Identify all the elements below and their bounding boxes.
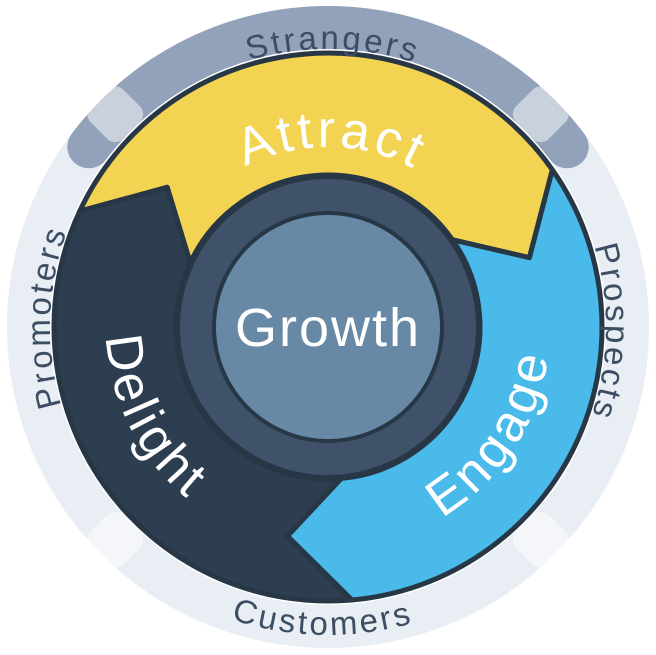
strangers-band <box>67 6 589 169</box>
corner-tab <box>87 511 144 568</box>
growth-label: Growth <box>235 298 421 358</box>
corner-tab <box>87 86 144 143</box>
corner-tab <box>512 511 569 568</box>
corner-tab <box>512 86 569 143</box>
center-circle <box>212 211 444 443</box>
